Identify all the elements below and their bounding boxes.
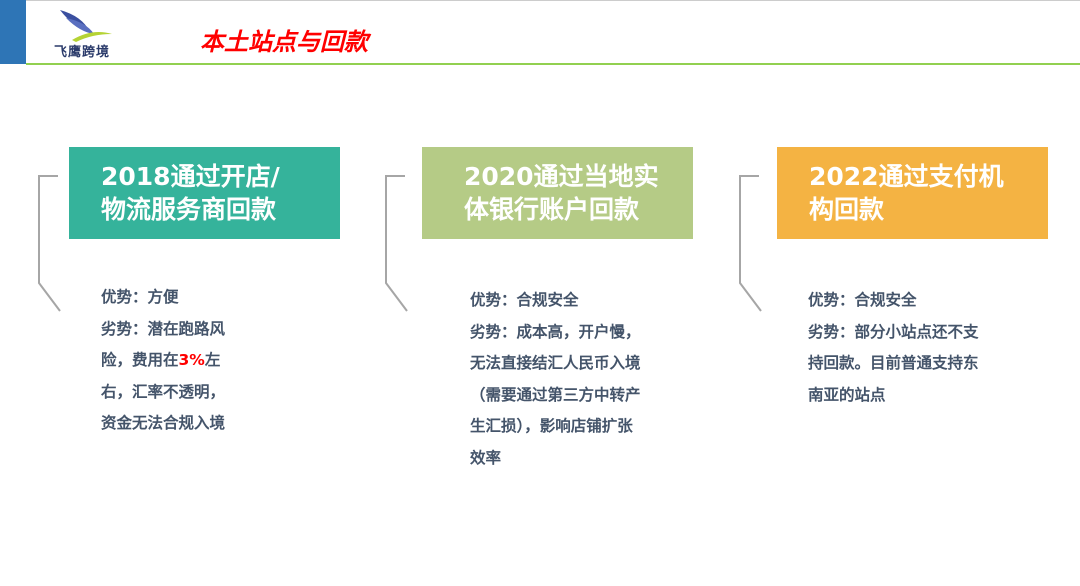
top-border (0, 0, 1080, 1)
logo-wing-icon (60, 10, 112, 42)
bracket-line (385, 175, 408, 312)
accent-bar (0, 0, 26, 64)
card-description-2022: 优势：合规安全 劣势：部分小站点还不支 持回款。目前普通支持东 南亚的站点 (808, 291, 979, 404)
header-divider (26, 63, 1080, 65)
bracket-line (739, 175, 762, 312)
logo-text: 飞鹰跨境 (54, 45, 111, 60)
bracket-line (38, 175, 61, 312)
card-description-2018: 优势：方便 劣势：潜在跑路风 险，费用在3%左 右，汇率不透明， 资金无法合规入… (101, 288, 226, 432)
card-heading-2020: 2020通过当地实体银行账户回款 (422, 147, 693, 239)
card-description-2020: 优势：合规安全 劣势：成本高，开户慢， 无法直接结汇人民币入境 （需要通过第三方… (470, 291, 641, 467)
card-heading-2022: 2022通过支付机构回款 (777, 147, 1048, 239)
page-title: 本土站点与回款 (200, 28, 368, 56)
card-heading-2018: 2018通过开店/物流服务商回款 (69, 147, 340, 239)
